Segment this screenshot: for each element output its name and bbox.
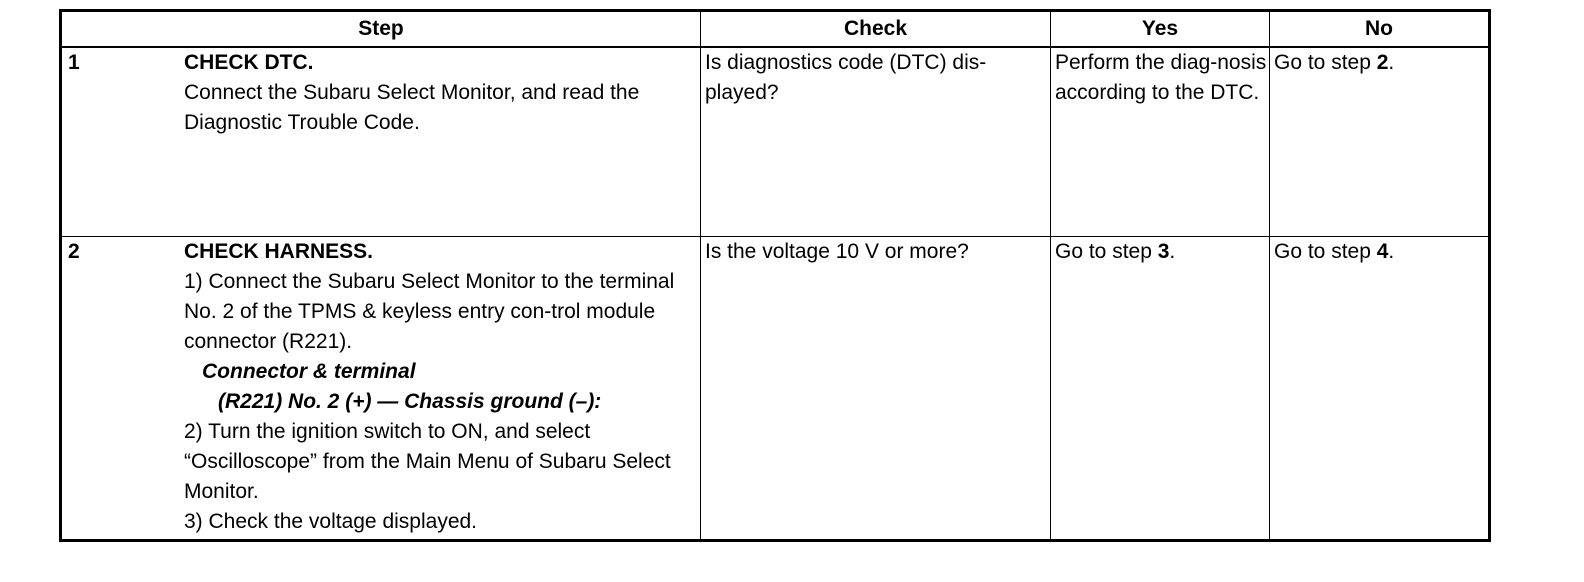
no-text: Go to step [1274, 51, 1377, 74]
step-cell: 2 CHECK HARNESS. 1) Connect the Subaru S… [60, 236, 701, 541]
table-row: 1 CHECK DTC. Connect the Subaru Select M… [60, 46, 1490, 237]
no-text-end: . [1388, 240, 1395, 263]
no-text-end: . [1388, 51, 1395, 74]
step-number: 2 [68, 240, 80, 263]
connector-terminal-detail: (R221) No. 2 (+) — Chassis ground (–): [218, 390, 602, 413]
table-row: 2 CHECK HARNESS. 1) Connect the Subaru S… [60, 236, 1490, 541]
yes-step-ref: 3 [1157, 240, 1170, 263]
no-step-ref: 4 [1376, 240, 1389, 263]
header-step: Step [60, 10, 701, 48]
header-yes: Yes [1050, 10, 1270, 48]
yes-text: Go to step [1055, 240, 1158, 263]
check-cell: Is the voltage 10 V or more? [700, 236, 1051, 541]
step-instruction-1: 1) Connect the Subaru Select Monitor to … [184, 270, 675, 353]
step-title: CHECK DTC. [184, 51, 314, 74]
connector-terminal-title: Connector & terminal [202, 360, 416, 383]
step-cell: 1 CHECK DTC. Connect the Subaru Select M… [60, 46, 701, 237]
yes-text-end: . [1169, 240, 1176, 263]
header-no: No [1269, 10, 1490, 48]
step-body: Connect the Subaru Select Monitor, and r… [184, 81, 640, 134]
diagnostic-table: Step Check Yes No 1 CHECK DTC. Connect t… [59, 9, 1491, 542]
yes-cell: Perform the diag-nosis according to the … [1050, 46, 1270, 237]
header-check: Check [700, 10, 1051, 48]
step-instruction-3: 3) Check the voltage displayed. [184, 510, 478, 533]
step-title: CHECK HARNESS. [184, 240, 374, 263]
header-row: Step Check Yes No [60, 10, 1490, 48]
yes-cell: Go to step 3. [1050, 236, 1270, 541]
step-instruction-2: 2) Turn the ignition switch to ON, and s… [184, 420, 671, 503]
no-cell: Go to step 2. [1269, 46, 1490, 237]
no-text: Go to step [1274, 240, 1377, 263]
no-cell: Go to step 4. [1269, 236, 1490, 541]
check-cell: Is diagnostics code (DTC) dis-played? [700, 46, 1051, 237]
no-step-ref: 2 [1376, 51, 1389, 74]
step-number: 1 [68, 51, 80, 74]
